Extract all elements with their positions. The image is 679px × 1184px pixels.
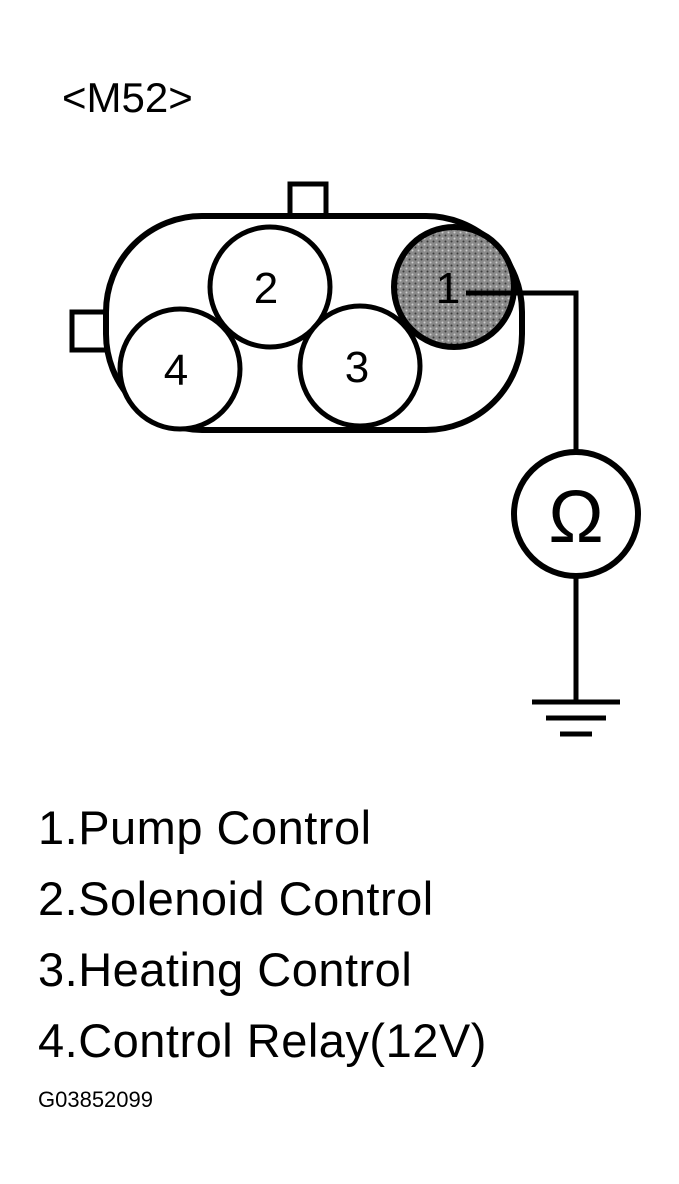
test-lead-wire: [466, 290, 579, 452]
ground-icon: [532, 699, 620, 737]
connector-label: <M52>: [62, 74, 193, 121]
pin-2-label: 2: [254, 264, 278, 313]
pin-4-label: 4: [164, 346, 188, 395]
connector-side-tab: [69, 309, 111, 353]
pin-1: 1: [391, 224, 517, 350]
ohmmeter-icon: Ω: [511, 449, 641, 579]
pin-1-label: 1: [436, 264, 460, 313]
legend-item-control-relay: 4.Control Relay(12V): [38, 1014, 487, 1067]
legend-item-pump-control: 1.Pump Control: [38, 801, 372, 854]
legend-item-heating-control: 3.Heating Control: [38, 943, 413, 996]
pin-3-label: 3: [345, 343, 369, 392]
figure-code: G03852099: [38, 1087, 153, 1112]
pin-legend: 1.Pump Control 2.Solenoid Control 3.Heat…: [38, 792, 487, 1076]
connector-diagram: <M52> 2 4 3 1 Ω: [62, 74, 641, 737]
pin-2: 2: [207, 224, 333, 350]
pin-4: 4: [117, 306, 243, 432]
legend-item-solenoid-control: 2.Solenoid Control: [38, 872, 434, 925]
ohmmeter-symbol: Ω: [548, 475, 603, 558]
pin-3: 3: [297, 303, 423, 429]
